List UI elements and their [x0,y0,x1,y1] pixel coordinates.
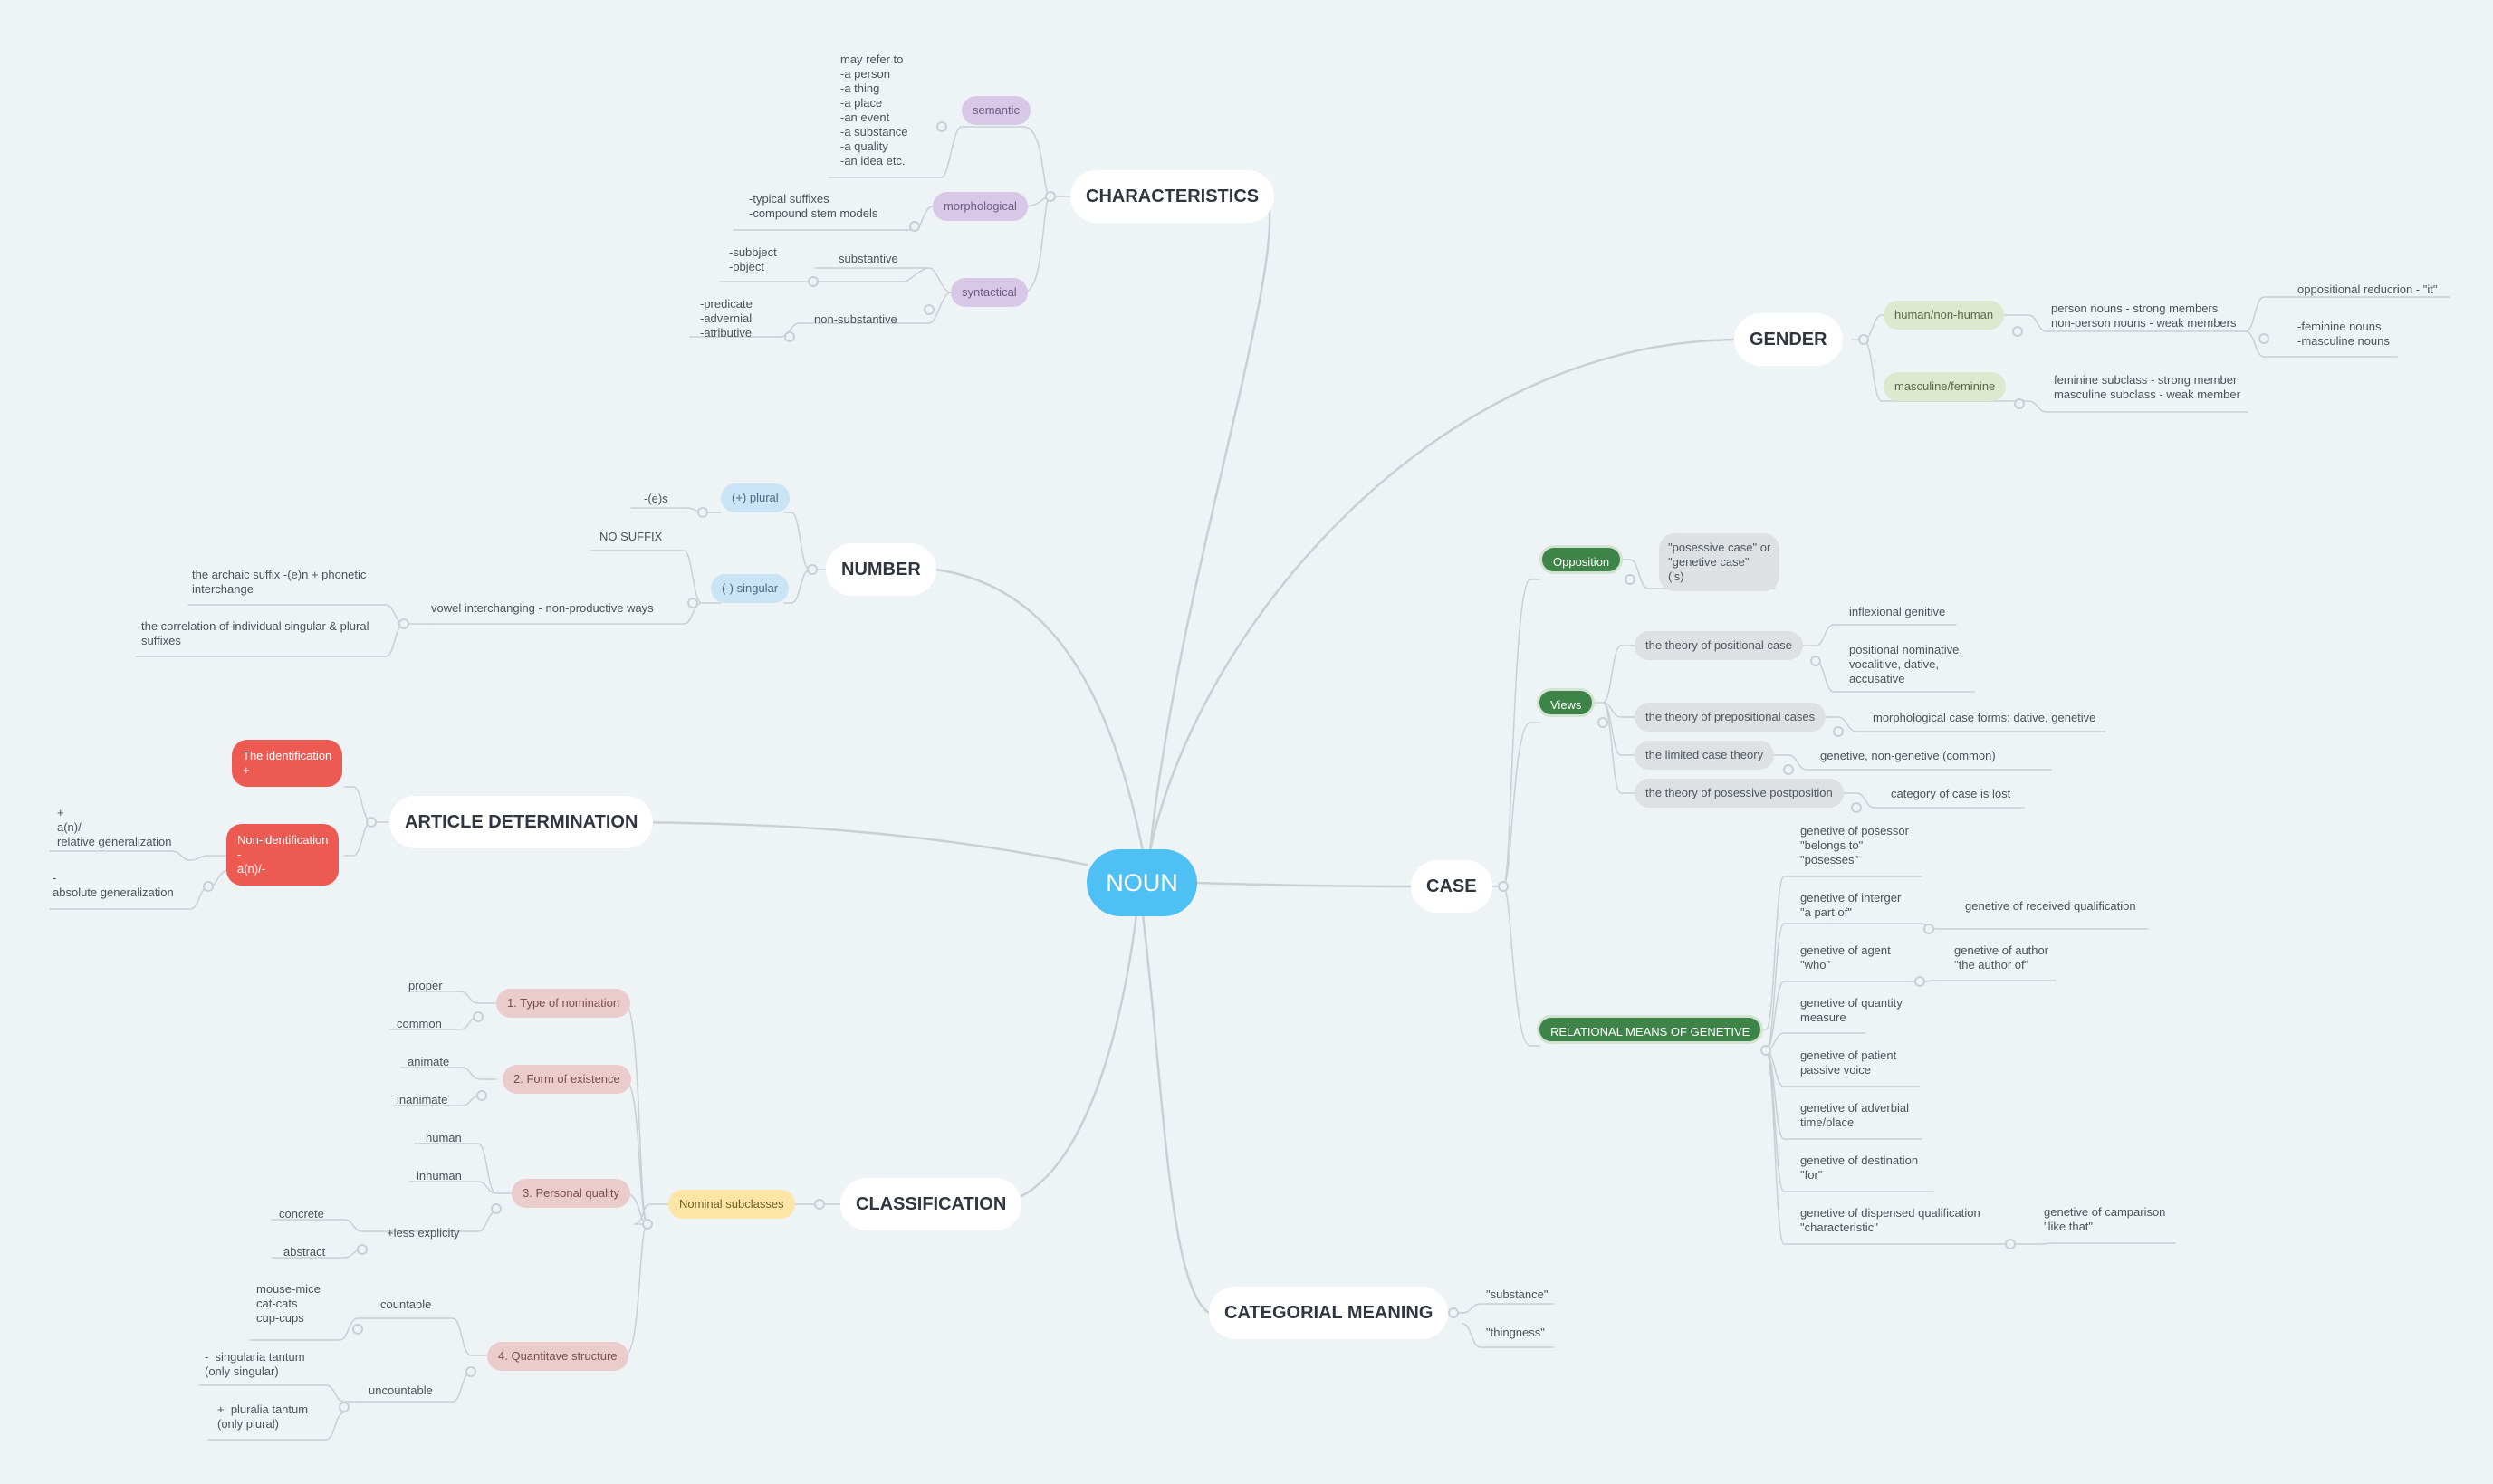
view-posessive-postposition[interactable]: the theory of posessive postposition [1635,779,1844,808]
plural-text: -(e)s [644,492,668,505]
genetive-comparison-text: genetive of camparison "like that" [2044,1205,2166,1233]
subtopic-form-of-existence[interactable]: 2. Form of existence [503,1065,631,1094]
common-text: common [397,1017,442,1030]
semantic-text: may refer to -a person -a thing -a place… [840,53,908,168]
genetive-patient-text: genetive of patient passive voice [1800,1048,1897,1077]
subtopic-views[interactable]: Views [1537,688,1596,717]
genetive-agent-text: genetive of agent "who" [1800,943,1891,972]
inhuman-text: inhuman [417,1169,462,1182]
subtopic-plural[interactable]: (+) plural [721,483,790,512]
subtopic-human-non-human[interactable]: human/non-human [1884,301,2005,330]
uncountable-text: uncountable [369,1383,433,1397]
subtopic-personal-quality[interactable]: 3. Personal quality [512,1179,630,1208]
topic-classification[interactable]: CLASSIFICATION [840,1178,1022,1230]
prepositional-text: morphological case forms: dative, geneti… [1873,711,2096,724]
central-topic-noun[interactable]: NOUN [1087,849,1197,916]
abstract-text: abstract [283,1245,326,1259]
genetive-destination-text: genetive of destination "for" [1800,1154,1919,1182]
opposition-text: "posessive case" or "genetive case" ('s) [1659,533,1780,591]
subtopic-syntactical[interactable]: syntactical [951,278,1028,307]
non-identification-node[interactable]: Non-identification - a(n)/- [226,824,340,886]
correlation-suffixes-text: the correlation of individual singular &… [141,619,369,647]
animate-text: animate [408,1055,450,1068]
topic-case[interactable]: CASE [1411,860,1492,913]
substantive-label: substantive [839,252,898,265]
topic-characteristics[interactable]: CHARACTERISTICS [1070,170,1275,223]
inflexional-genitive-text: inflexional genitive [1849,605,1946,618]
oppositional-reduction-text: oppositional reducrion - "it" [2297,282,2438,296]
countable-examples-text: mouse-mice cat-cats cup-cups [256,1282,321,1325]
topic-number[interactable]: NUMBER [826,543,936,596]
non-substantive-text: -predicate -advernial -atributive [700,297,753,340]
view-prepositional-cases[interactable]: the theory of prepositional cases [1635,703,1827,732]
positional-nominative-text: positional nominative, vocalitive, dativ… [1849,643,1963,685]
limited-text: genetive, non-genetive (common) [1820,749,1996,762]
subtopic-nominal-subclasses[interactable]: Nominal subclasses [668,1190,795,1219]
substance-text: "substance" [1486,1288,1549,1301]
posessive-text: category of case is lost [1891,787,2011,800]
subtopic-type-of-nomination[interactable]: 1. Type of nomination [496,989,631,1018]
topic-gender[interactable]: GENDER [1734,313,1843,366]
genetive-posessor-text: genetive of posessor "belongs to" "poses… [1800,824,1909,866]
morphological-text: -typical suffixes -compound stem models [749,192,878,220]
masculine-feminine-text: feminine subclass - strong member mascul… [2054,373,2240,401]
absolute-generalization-text: - absolute generalization [53,871,174,899]
thingness-text: "thingness" [1486,1326,1545,1339]
identification-node[interactable]: The identification + [232,740,343,787]
relative-generalization-text: + a(n)/- relative generalization [57,806,172,848]
subtopic-quantitave-structure[interactable]: 4. Quantitave structure [487,1342,628,1371]
genetive-author-text: genetive of author "the author of" [1954,943,2049,972]
subtopic-morphological[interactable]: morphological [933,192,1028,221]
no-suffix-text: NO SUFFIX [599,530,663,543]
subtopic-semantic[interactable]: semantic [962,96,1031,125]
genetive-interger-text: genetive of interger "a part of" [1800,891,1902,919]
genetive-dispensed-text: genetive of dispensed qualification "cha… [1800,1206,1980,1234]
genetive-adverbial-text: genetive of adverbial time/place [1800,1101,1909,1129]
subtopic-relational-means-of-genetive[interactable]: RELATIONAL MEANS OF GENETIVE [1537,1015,1764,1044]
subtopic-masculine-feminine[interactable]: masculine/feminine [1884,372,2007,401]
singularia-tantum-text: - singularia tantum (only singular) [205,1350,305,1378]
proper-text: proper [408,979,443,992]
topic-article-determination[interactable]: ARTICLE DETERMINATION [389,796,654,848]
view-positional-case[interactable]: the theory of positional case [1635,631,1803,660]
substantive-text: -subbject -object [729,245,777,273]
genetive-received-text: genetive of received qualification [1965,899,2136,913]
subtopic-opposition[interactable]: Opposition [1539,545,1624,574]
non-substantive-label: non-substantive [814,312,897,326]
view-limited-case-theory[interactable]: the limited case theory [1635,741,1775,770]
concrete-text: concrete [279,1207,324,1221]
feminine-masculine-nouns-text: -feminine nouns -masculine nouns [2297,320,2390,348]
pluralia-tantum-text: + pluralia tantum (only plural) [217,1403,309,1431]
less-explicity-text: +less explicity [387,1226,460,1240]
topic-categorial-meaning[interactable]: CATEGORIAL MEANING [1209,1287,1449,1339]
inanimate-text: inanimate [397,1093,448,1106]
subtopic-singular[interactable]: (-) singular [711,574,790,603]
vowel-interchanging-text: vowel interchanging - non-productive way… [431,601,654,615]
countable-text: countable [380,1297,432,1311]
human-text: human [426,1131,462,1144]
human-non-human-text: person nouns - strong members non-person… [2051,302,2237,330]
genetive-quantity-text: genetive of quantity measure [1800,996,1903,1024]
archaic-suffix-text: the archaic suffix -(e)n + phonetic inte… [192,568,367,596]
